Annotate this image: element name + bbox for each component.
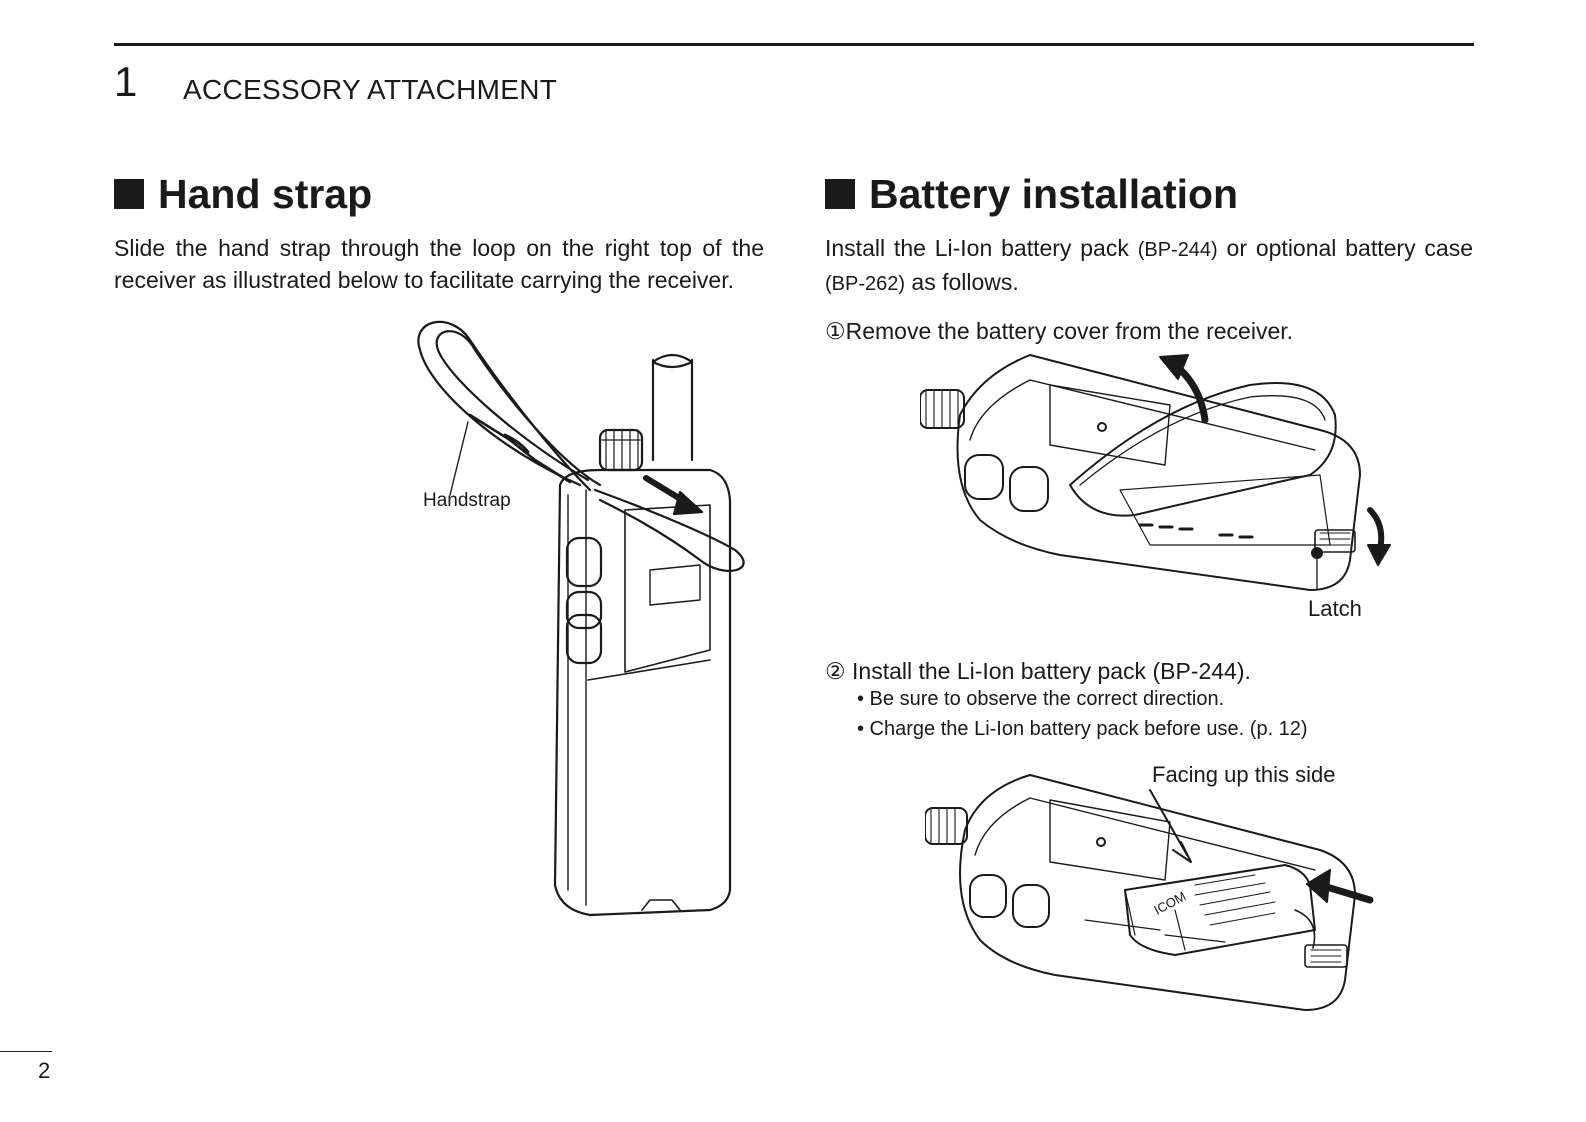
battery-model-bp262: (BP-262) (825, 273, 906, 295)
battery-installation-heading-text: Battery installation (869, 171, 1239, 217)
battery-insertion-illustration: ICOM (925, 770, 1415, 1040)
battery-intro: Install the Li-Ion battery pack (BP-244)… (825, 232, 1473, 300)
chapter-title: ACCESSORY ATTACHMENT (183, 74, 558, 105)
square-bullet-icon (114, 179, 144, 209)
battery-model-bp244: (BP-244) (1137, 239, 1218, 261)
footer-rule (0, 1051, 52, 1052)
battery-intro-part1: Install the Li-Ion battery pack (825, 235, 1138, 261)
page-number: 2 (38, 1058, 51, 1083)
handstrap-callout: Handstrap (423, 490, 511, 511)
hand-strap-heading: Hand strap (114, 170, 372, 218)
square-bullet-icon (825, 179, 855, 209)
facing-up-callout: Facing up this side (1152, 762, 1336, 787)
battery-intro-part2: or optional battery case (1217, 235, 1473, 261)
step-1-text: ①Remove the battery cover from the recei… (825, 318, 1294, 344)
battery-cover-removal-illustration (920, 345, 1440, 625)
hand-strap-description: Slide the hand strap through the loop on… (114, 235, 764, 293)
header-rule (114, 43, 1474, 46)
battery-intro-part3: as follows. (905, 269, 1019, 295)
battery-installation-heading: Battery installation (825, 170, 1238, 218)
chapter-number: 1 (114, 58, 138, 105)
hand-strap-heading-text: Hand strap (158, 171, 373, 217)
latch-callout: Latch (1308, 596, 1362, 621)
hand-strap-illustration (410, 310, 770, 940)
bullet-direction: • Be sure to observe the correct directi… (857, 688, 1225, 710)
step-2-text: ② Install the Li-Ion battery pack (BP-24… (825, 658, 1251, 684)
bullet-charge: • Charge the Li-Ion battery pack before … (857, 718, 1308, 740)
battery-brand-print: ICOM (1151, 888, 1188, 917)
